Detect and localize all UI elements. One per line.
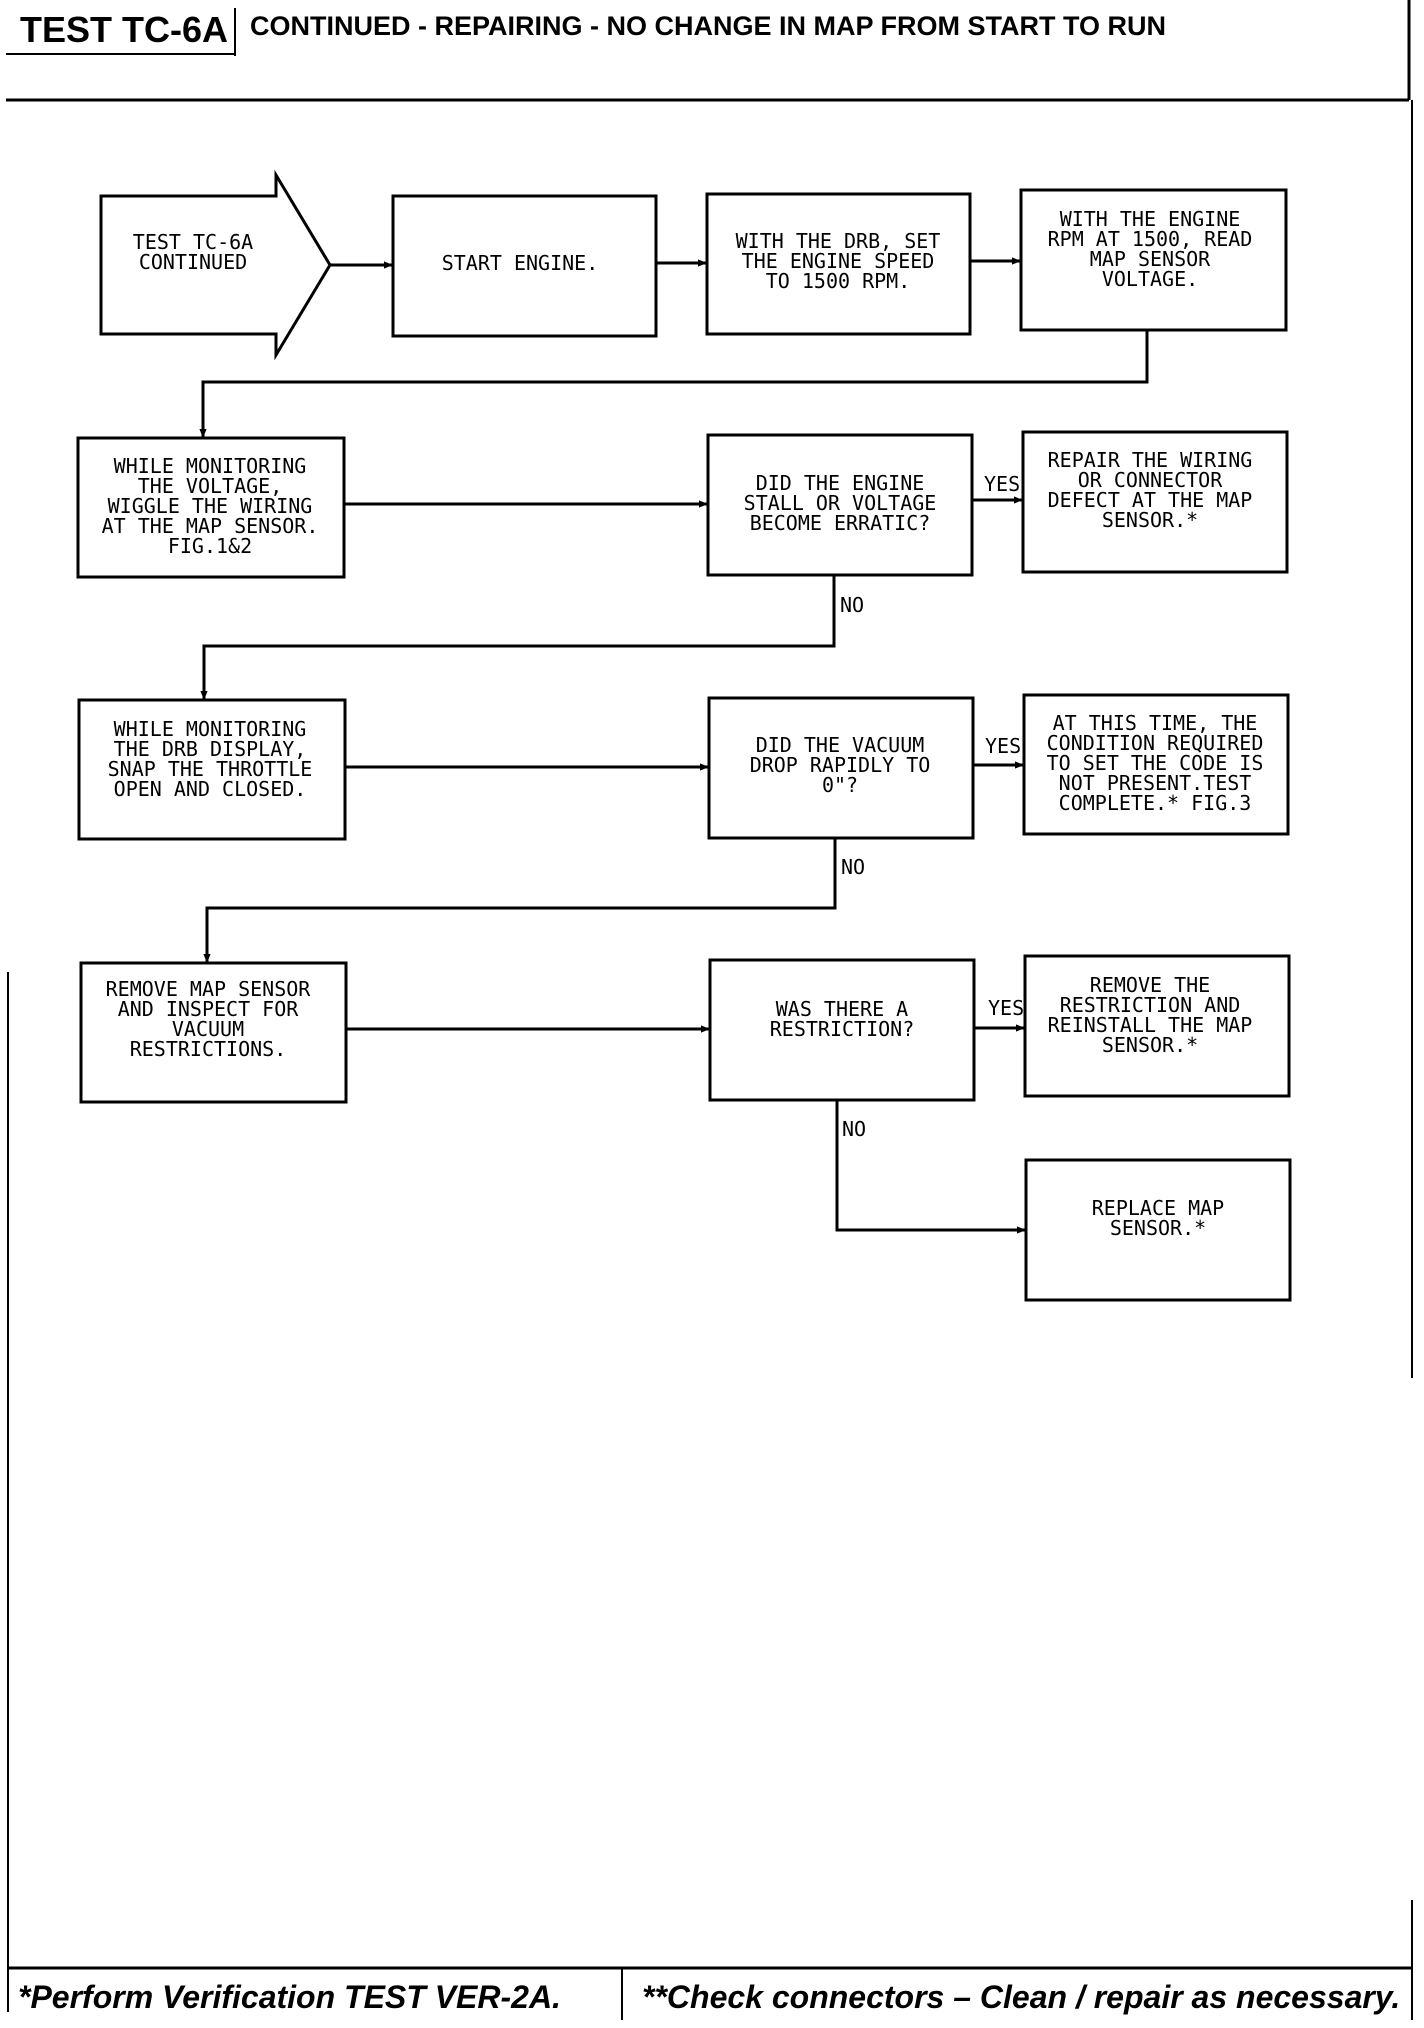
connectors (199, 257, 1149, 1234)
remove-restriction-line: REMOVE THE (1090, 973, 1210, 997)
remove-restriction-line: REINSTALL THE MAP (1048, 1013, 1253, 1037)
test-complete-line: CONDITION REQUIRED (1047, 731, 1264, 755)
yes-label-restriction: YES (988, 996, 1024, 1020)
vacuum-decision-box (707, 696, 975, 840)
q-stall-line: BECOME ERRATIC? (750, 511, 931, 535)
snap-throttle-line: SNAP THE THROTTLE (108, 757, 313, 781)
edge-stall-no (200, 575, 836, 700)
set-rpm-line: WITH THE DRB, SET (736, 229, 941, 253)
test-complete-line: NOT PRESENT.TEST (1059, 771, 1252, 795)
start-engine-box (391, 194, 658, 338)
wiggle-wiring-line: WHILE MONITORING (114, 454, 307, 478)
q-stall-line: STALL OR VOLTAGE (744, 491, 937, 515)
restriction-decision-box (708, 958, 976, 1102)
page-title: CONTINUED - REPAIRING - NO CHANGE IN MAP… (250, 11, 1166, 41)
read-voltage-line: VOLTAGE. (1102, 267, 1198, 291)
edge-restriction-no (835, 1100, 1026, 1234)
wiggle-wiring-line: WIGGLE THE WIRING (108, 494, 313, 518)
repair-wiring-line: OR CONNECTOR (1078, 468, 1223, 492)
wiggle-wiring-line: THE VOLTAGE, (138, 474, 283, 498)
test-complete-box (1022, 693, 1290, 836)
edge-read-voltage-to-wiggle (199, 330, 1149, 438)
snap-throttle-line: WHILE MONITORING (114, 717, 307, 741)
start-engine-line: START ENGINE. (442, 251, 599, 275)
q-stall-line: DID THE ENGINE (756, 471, 925, 495)
stall-decision-box (706, 433, 974, 577)
no-label-vacuum: NO (841, 855, 865, 879)
yes-label-stall: YES (984, 472, 1020, 496)
snap-throttle-box (77, 698, 347, 841)
remove-restriction-line: SENSOR.* (1102, 1033, 1198, 1057)
test-complete-line: AT THIS TIME, THE (1053, 711, 1258, 735)
wiggle-wiring-line: FIG.1&2 (168, 534, 252, 558)
remove-restriction-box (1023, 954, 1291, 1098)
repair-wiring-line: SENSOR.* (1102, 508, 1198, 532)
footer: *Perform Verification TEST VER-2A. **Che… (8, 1900, 1413, 2020)
read-voltage-line: MAP SENSOR (1090, 247, 1211, 271)
set-rpm-box (705, 192, 972, 336)
verification-note: *Perform Verification TEST VER-2A. (18, 1979, 561, 2015)
flowchart (76, 169, 1292, 1302)
wiggle-wiring-line: AT THE MAP SENSOR. (102, 514, 319, 538)
edge-vacuum-no (203, 838, 837, 963)
yes-label-vacuum: YES (985, 734, 1021, 758)
remove-restriction-line: RESTRICTION AND (1060, 993, 1241, 1017)
replace-sensor-line: REPLACE MAP (1092, 1196, 1224, 1220)
q-vacuum-line: DID THE VACUUM (756, 733, 925, 757)
inspect-sensor-line: VACUUM (172, 1017, 244, 1041)
q-restriction-line: WAS THERE A (776, 997, 908, 1021)
q-vacuum-line: DROP RAPIDLY TO (750, 753, 931, 777)
q-restriction-line: RESTRICTION? (770, 1017, 915, 1041)
test-complete-line: TO SET THE CODE IS (1047, 751, 1264, 775)
no-label-stall: NO (840, 593, 864, 617)
start-line: TEST TC-6A (133, 230, 253, 254)
snap-throttle-line: THE DRB DISPLAY, (114, 737, 307, 761)
test-id: TEST TC-6A (20, 9, 228, 50)
no-label-restriction: NO (842, 1117, 866, 1141)
inspect-sensor-line: AND INSPECT FOR (118, 997, 300, 1021)
header: TEST TC-6A CONTINUED - REPAIRING - NO CH… (6, 0, 1411, 102)
read-voltage-line: RPM AT 1500, READ (1048, 227, 1253, 251)
repair-wiring-box (1021, 430, 1289, 574)
replace-sensor-box (1024, 1158, 1292, 1302)
repair-wiring-line: DEFECT AT THE MAP (1048, 488, 1253, 512)
inspect-sensor-line: RESTRICTIONS. (130, 1037, 287, 1061)
repair-wiring-line: REPAIR THE WIRING (1048, 448, 1253, 472)
inspect-sensor-box (79, 961, 348, 1104)
snap-throttle-line: OPEN AND CLOSED. (114, 777, 307, 801)
read-voltage-line: WITH THE ENGINE (1060, 207, 1241, 231)
set-rpm-line: THE ENGINE SPEED (742, 249, 935, 273)
connector-note: **Check connectors – Clean / repair as n… (642, 1979, 1400, 2015)
wiggle-wiring-box (76, 436, 346, 579)
start-engine-label: START ENGINE. (442, 251, 599, 275)
q-vacuum-line: 0"? (822, 773, 858, 797)
edge-labels: YES NO YES NO YES NO (840, 472, 1024, 1141)
start-line: CONTINUED (139, 250, 247, 274)
inspect-sensor-line: REMOVE MAP SENSOR (106, 977, 312, 1001)
replace-sensor-line: SENSOR.* (1110, 1216, 1206, 1240)
test-complete-line: COMPLETE.* FIG.3 (1059, 791, 1252, 815)
read-voltage-box (1019, 188, 1288, 332)
start-arrow-shape (99, 169, 332, 361)
set-rpm-line: TO 1500 RPM. (766, 269, 911, 293)
